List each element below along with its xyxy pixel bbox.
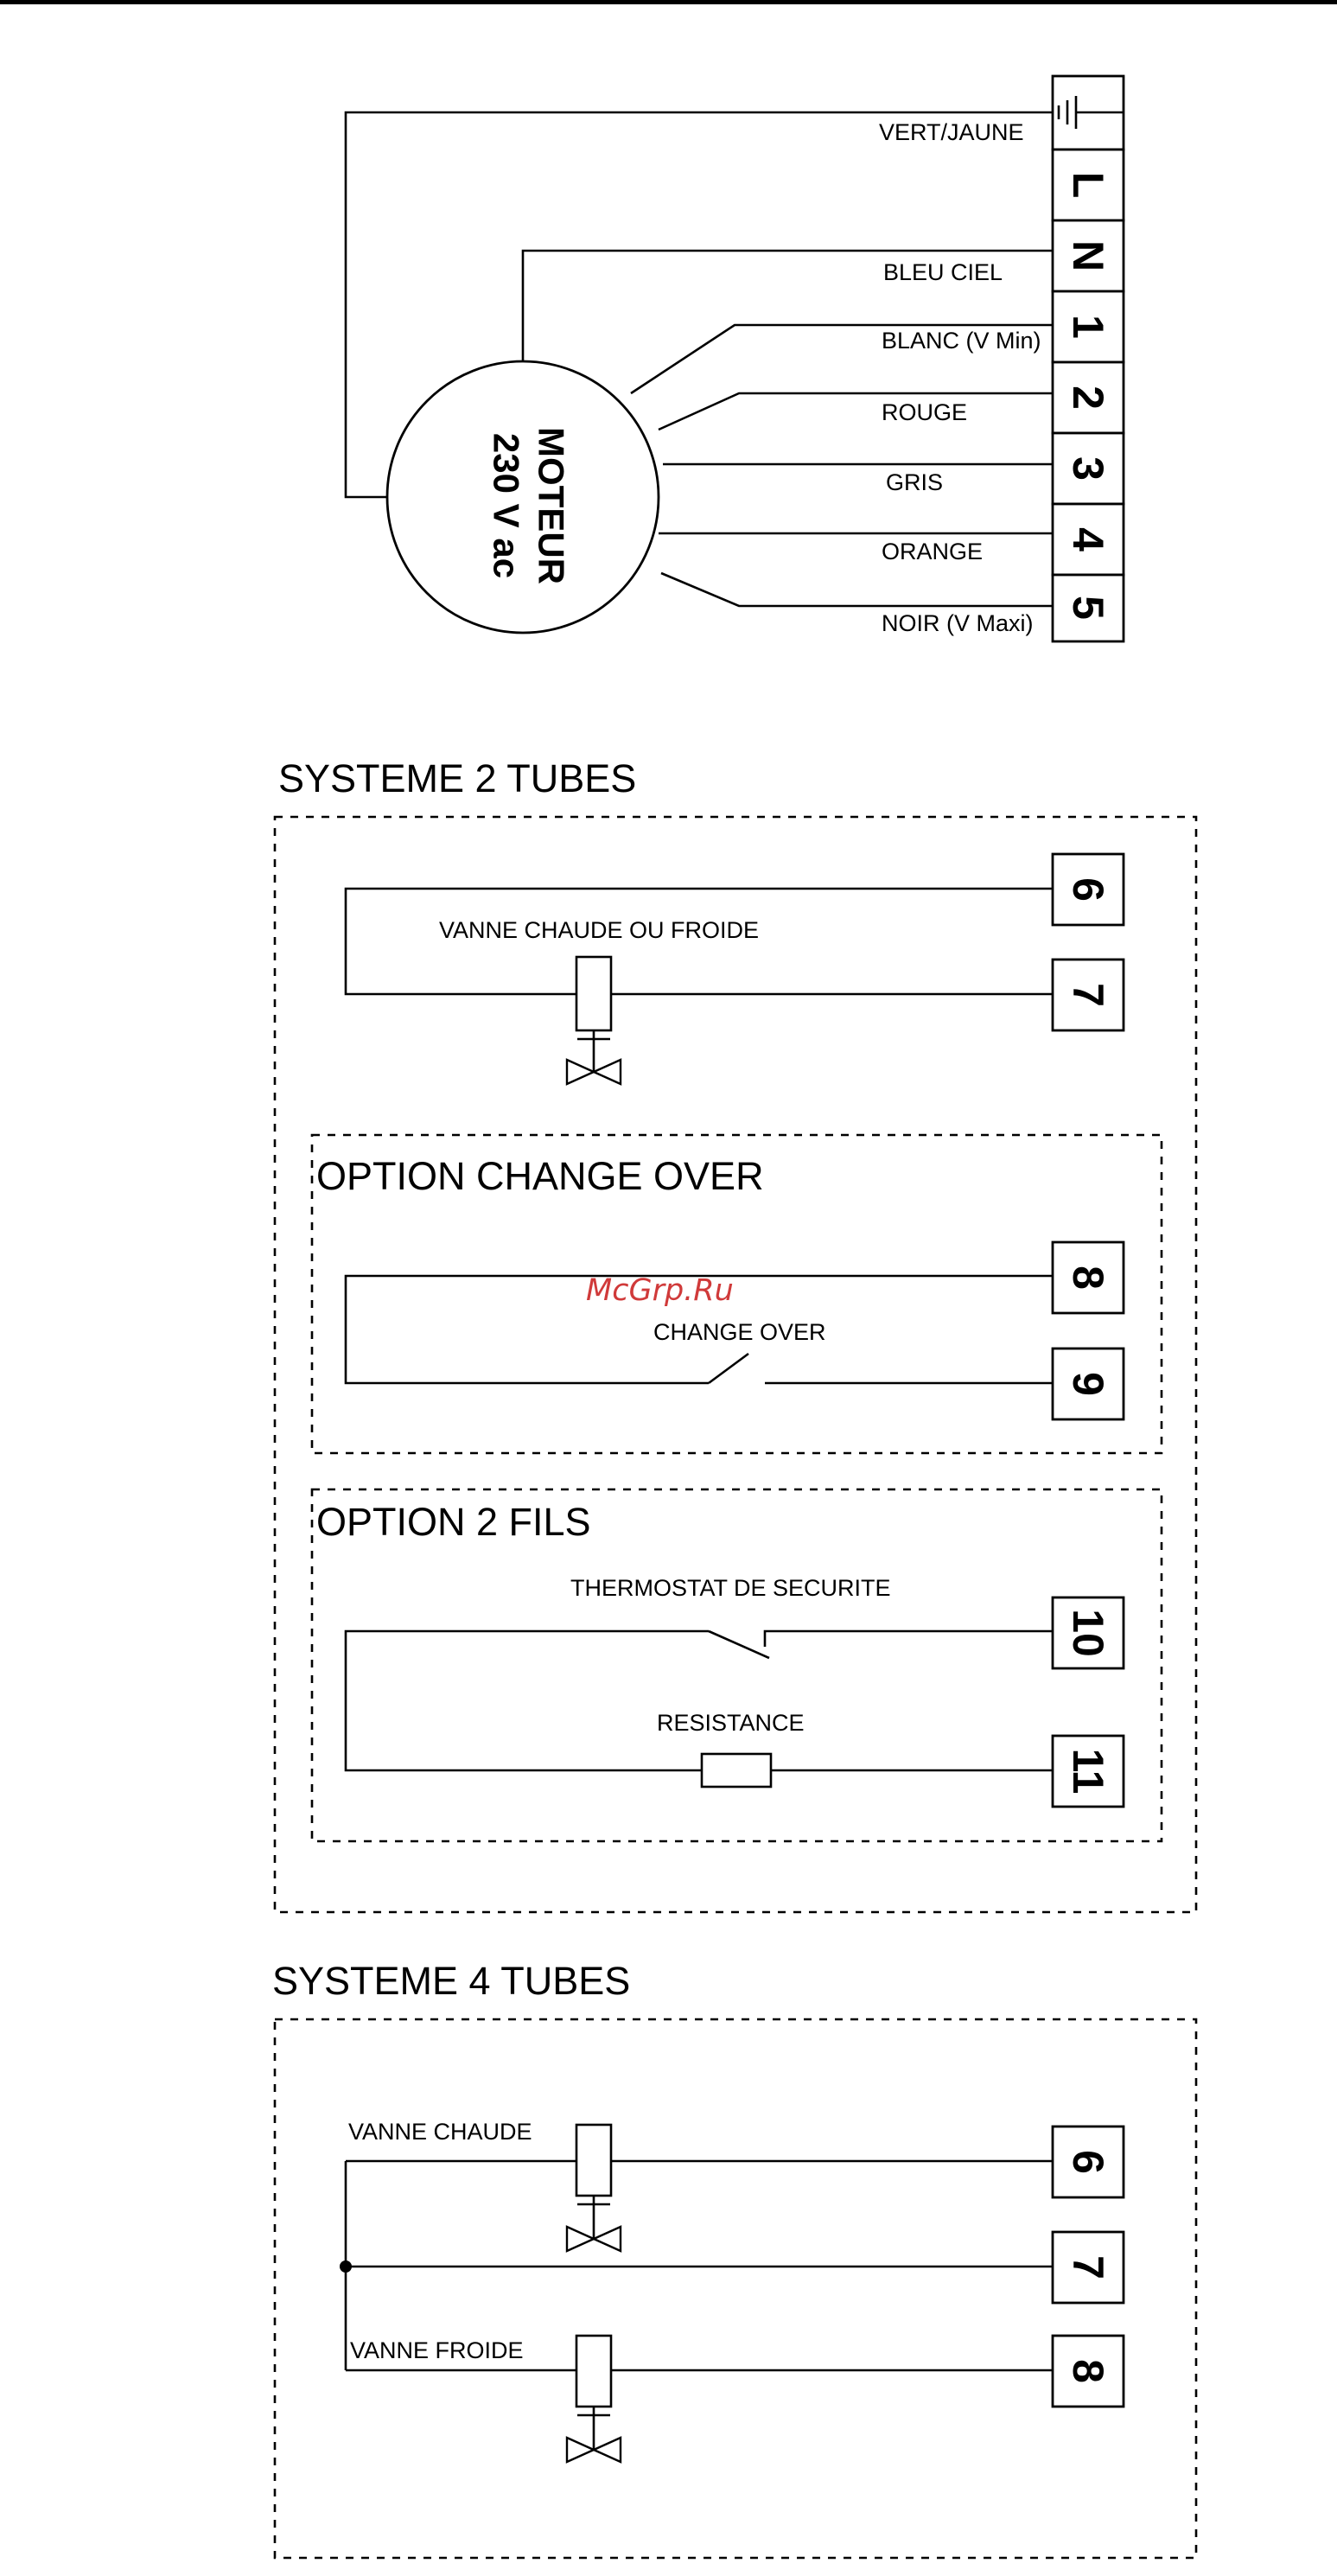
section-title-systeme-4-tubes: SYSTEME 4 TUBES xyxy=(272,1959,630,2003)
resistance-icon xyxy=(702,1754,771,1787)
terminal-label: 9 xyxy=(1064,1372,1112,1396)
wire-2 xyxy=(659,393,1053,430)
wire-label-2: ROUGE xyxy=(882,399,967,425)
wire-label-3: GRIS xyxy=(886,469,943,495)
terminal-label: 7 xyxy=(1064,983,1112,1007)
terminal-label: 6 xyxy=(1064,877,1112,902)
wire-label-4: ORANGE xyxy=(882,539,983,564)
wire-label-1: BLANC (V Min) xyxy=(882,328,1041,354)
terminal-label: 10 xyxy=(1064,1609,1112,1657)
valve-icon xyxy=(567,957,621,1084)
terminal-label: 11 xyxy=(1064,1749,1112,1795)
motor-section: L N 1 2 3 4 5 MOTEUR 230 V ac VERT/JAUNE… xyxy=(346,76,1124,641)
terminal-label: 4 xyxy=(1064,527,1112,552)
hot-valve-label: VANNE CHAUDE xyxy=(348,2119,532,2145)
cold-valve-label: VANNE FROIDE xyxy=(350,2337,524,2363)
thermostat-circuit xyxy=(765,1631,1053,1647)
terminal-label: L xyxy=(1064,172,1112,199)
systeme-2-tubes-section: SYSTEME 2 TUBES 6 7 VANNE CHAUDE OU FROI… xyxy=(275,756,1196,1912)
motor-label: MOTEUR xyxy=(532,427,572,584)
terminal-label: 2 xyxy=(1064,386,1112,410)
motor-voltage-label: 230 V ac xyxy=(487,433,527,578)
section-title-change-over: OPTION CHANGE OVER xyxy=(316,1154,764,1198)
valve-icon xyxy=(567,2125,621,2251)
terminal-label: 3 xyxy=(1064,456,1112,481)
watermark: McGrp.Ru xyxy=(586,1273,734,1308)
thermostat-circuit xyxy=(346,1631,709,1770)
valve-label: VANNE CHAUDE OU FROIDE xyxy=(439,917,759,943)
terminal-label: N xyxy=(1064,240,1112,271)
resistance-label: RESISTANCE xyxy=(657,1710,805,1736)
terminal-label: 6 xyxy=(1064,2150,1112,2174)
wire-label-ground: VERT/JAUNE xyxy=(879,119,1024,145)
terminal-label: 5 xyxy=(1064,596,1112,620)
valve-icon xyxy=(567,2336,621,2462)
change-over-label: CHANGE OVER xyxy=(653,1319,826,1345)
terminal-label: 8 xyxy=(1064,1266,1112,1290)
systeme-4-tubes-section: SYSTEME 4 TUBES 6 7 8 VANNE CHAUDE VANNE… xyxy=(272,1959,1196,2558)
terminal-label: 8 xyxy=(1064,2359,1112,2383)
terminal-label: 7 xyxy=(1064,2255,1112,2280)
top-rule xyxy=(0,0,1337,4)
section-title-systeme-2-tubes: SYSTEME 2 TUBES xyxy=(278,756,636,800)
terminal-label: 1 xyxy=(1064,315,1112,339)
change-over-switch-icon xyxy=(709,1354,748,1383)
wire-label-neutral: BLEU CIEL xyxy=(883,259,1003,285)
wire-label-5: NOIR (V Maxi) xyxy=(882,610,1034,636)
thermostat-switch-icon xyxy=(709,1631,769,1658)
section-title-two-wires: OPTION 2 FILS xyxy=(316,1500,591,1544)
wire-5 xyxy=(661,573,1053,606)
thermostat-label: THERMOSTAT DE SECURITE xyxy=(570,1575,891,1601)
